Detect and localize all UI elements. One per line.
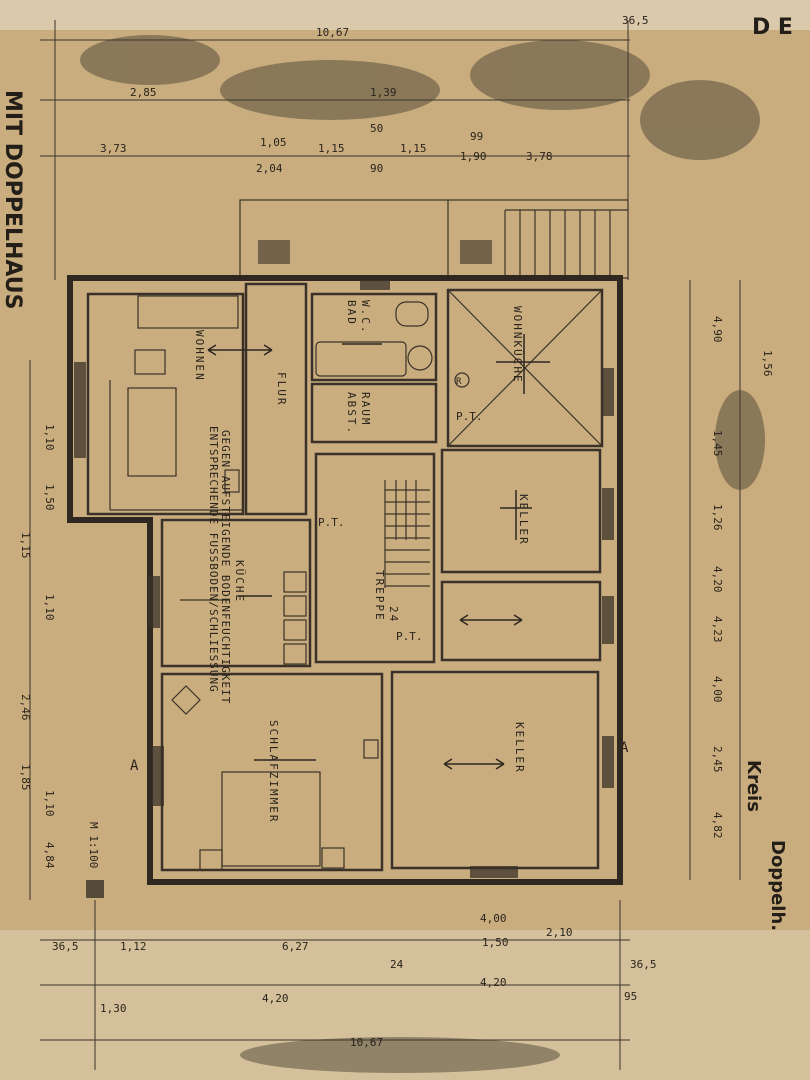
room-label-abstell: ABST. (345, 392, 358, 435)
room-labels: BAD W.C. ABST. RAUM WOHNKÜCHE FLUR WOHNE… (193, 300, 530, 823)
dim-left-3: 1,15 (19, 532, 32, 559)
stamp-doppelhaus: Doppelh. (767, 840, 788, 931)
note-line-2: GEGEN AUFSTEIGENDE BODENFEUCHTIGKEIT (219, 430, 232, 704)
dim-right-8: 2,45 (711, 746, 724, 773)
dim-left-4: 1,10 (43, 594, 56, 621)
dim-top-row1-a: 2,85 (130, 86, 157, 99)
stamp-kreis: Kreis (743, 760, 764, 812)
pt-mark-1: P.T. (456, 410, 483, 423)
pt-mark-3: P.T. (396, 630, 423, 643)
scale-note: M 1:100 (87, 822, 100, 868)
paper-top-edge (0, 0, 810, 30)
dim-bottom-e: 1,50 (482, 936, 509, 949)
dim-top-row2-f: 3,78 (526, 150, 553, 163)
room-label-flur: FLUR (275, 372, 288, 407)
dim-left-2: 1,50 (43, 484, 56, 511)
paper-fold-band (0, 930, 810, 1080)
handwritten-notes: ENTSPRECHENDE FUSSBODEN/SCHLIESSUNG GEGE… (0, 15, 793, 931)
dim-top-row2-sub-b: 90 (370, 162, 383, 175)
sheet-corner-mark: 36,5 (622, 14, 649, 27)
dim-right-7: 4,00 (711, 676, 724, 703)
section-mark-left: A (130, 758, 139, 774)
mildew-stains (80, 35, 765, 1073)
dim-top-row1-b: 1,39 (370, 86, 397, 99)
windows (74, 280, 614, 878)
dim-right-9: 4,82 (711, 812, 724, 839)
bedroom-furniture (171, 685, 379, 871)
dim-bottom-l: 95 (624, 990, 637, 1003)
room-label-schlafzimmer: SCHLAFZIMMER (267, 720, 280, 823)
dim-bottom-k: 4,20 (480, 976, 507, 989)
drain-grate-left (258, 240, 290, 264)
right-dimensions: 4,90 1,56 1,45 1,26 4,20 4,23 4,00 2,45 … (711, 316, 774, 839)
dim-top-row2-e: 1,90 (460, 150, 487, 163)
dim-top-row3-a: 50 (370, 122, 383, 135)
bathroom-fixtures (315, 301, 470, 388)
left-dimensions: 1,10 1,50 1,15 1,10 2,46 1,10 1,85 4,84 (19, 424, 56, 869)
dim-left-5: 2,46 (19, 694, 32, 721)
section-mark-right: A (620, 740, 629, 756)
stair-step-count: 24 (387, 606, 400, 623)
outer-walls (67, 275, 623, 885)
dim-bottom-g: 24 (390, 958, 404, 971)
room-label-kueche: KÜCHE (233, 560, 246, 603)
staircase (384, 480, 430, 588)
room-label-treppe: TREPPE (373, 570, 386, 622)
dim-top-total: 10,67 (316, 26, 349, 39)
direction-arrows (207, 334, 550, 770)
dim-right-4: 1,26 (711, 504, 724, 531)
dim-top-row2-sub-a: 2,04 (256, 162, 283, 175)
dim-top-row3-b: 99 (470, 130, 483, 143)
dim-top-row2-d: 1,15 (400, 142, 427, 155)
room-label-bad: BAD (345, 300, 358, 326)
room-label-wc: W.C. (359, 300, 372, 335)
room-label-keller: KELLER (517, 494, 530, 546)
dim-right-6: 4,23 (711, 616, 724, 643)
ceiling-cross (447, 289, 603, 447)
dim-top-row2-a: 3,73 (100, 142, 127, 155)
dim-bottom-d: 4,00 (480, 912, 507, 925)
pt-mark-2: P.T. (318, 516, 345, 529)
dim-bottom-a: 36,5 (52, 940, 79, 953)
dim-right-3: 1,45 (711, 430, 724, 457)
floor-plan (67, 199, 629, 885)
dim-bottom-total: 10,67 (350, 1036, 383, 1049)
room-label-keller2: KELLER (513, 722, 526, 774)
dim-bottom-j: 4,20 (262, 992, 289, 1005)
radiator-mark: R (456, 377, 462, 387)
dim-bottom-c: 6,27 (282, 940, 309, 953)
dim-bottom-f: 2,10 (546, 926, 573, 939)
terrace-stairs (504, 209, 628, 275)
dim-top-row2-b: 1,05 (260, 136, 287, 149)
bottom-dimensions: 36,5 1,12 6,27 4,00 1,50 2,10 24 36,5 1,… (52, 912, 657, 1049)
north-marker (86, 880, 104, 898)
dim-bottom-b: 1,12 (120, 940, 147, 953)
note-line-1: ENTSPRECHENDE FUSSBODEN/SCHLIESSUNG (207, 426, 220, 693)
dim-top-row2-c: 1,15 (318, 142, 345, 155)
top-right-letters: D E (752, 15, 793, 40)
dim-right-1: 4,90 (711, 316, 724, 343)
dimension-lines (29, 20, 741, 1070)
kitchen-fixtures (180, 571, 307, 665)
dim-left-6: 1,10 (43, 790, 56, 817)
room-label-wohnen: WOHNEN (193, 330, 206, 382)
room-label-raum: RAUM (359, 392, 372, 427)
dim-left-8: 4,84 (43, 842, 56, 869)
wohnen-furniture (109, 295, 242, 511)
dim-bottom-h: 36,5 (630, 958, 657, 971)
dim-right-5: 4,20 (711, 566, 724, 593)
drain-grate-right (460, 240, 492, 264)
dim-right-2: 1,56 (761, 350, 774, 377)
dim-left-7: 1,85 (19, 764, 32, 791)
handwriting-left: MIT DOPPELHAUS (0, 90, 25, 309)
dim-bottom-i: 1,30 (100, 1002, 127, 1015)
top-dimensions: 10,67 2,85 1,39 3,73 1,05 1,15 1,15 1,90… (100, 14, 649, 175)
room-label-wohnkueche: WOHNKÜCHE (511, 306, 524, 384)
dim-left-1: 1,10 (43, 424, 56, 451)
